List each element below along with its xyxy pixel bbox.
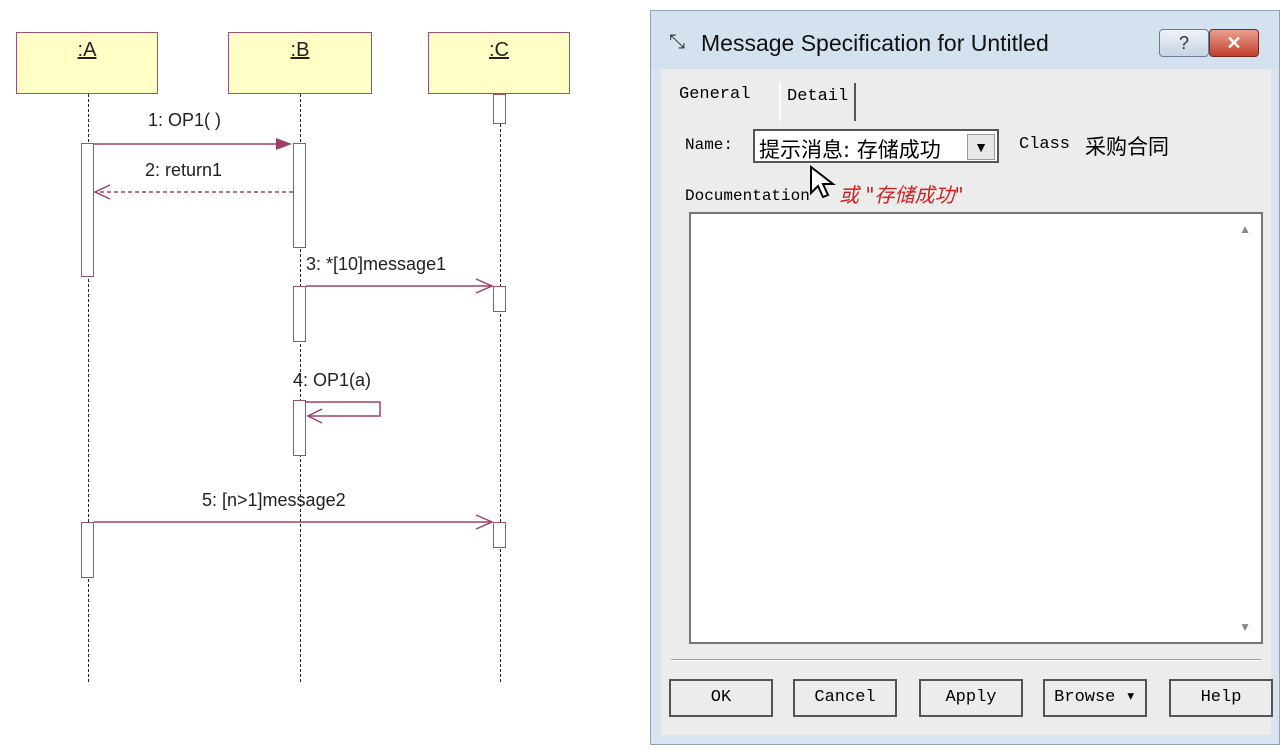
lifeline-b-label: :B bbox=[290, 39, 310, 61]
tab-detail[interactable]: Detail bbox=[779, 83, 857, 121]
lifeline-a-label: :A bbox=[77, 39, 97, 61]
message-2-arrowhead bbox=[93, 184, 111, 200]
title-bar[interactable]: ⤡ Message Specification for Untitled ? ✕ bbox=[651, 11, 1279, 69]
activation-a-1[interactable] bbox=[81, 143, 94, 277]
message-1-label[interactable]: 1: OP1( ) bbox=[148, 110, 222, 130]
lifeline-a bbox=[88, 94, 89, 682]
app-icon: ⤡ bbox=[669, 31, 685, 53]
annotation-text: 或 "存储成功" bbox=[839, 183, 964, 207]
activation-a-2[interactable] bbox=[81, 522, 94, 578]
message-5-label[interactable]: 5: [n>1]message2 bbox=[202, 490, 346, 510]
apply-button[interactable]: Apply bbox=[919, 679, 1023, 717]
lifeline-b bbox=[300, 94, 301, 682]
message-4-line bbox=[306, 401, 381, 417]
activation-c-2[interactable] bbox=[493, 286, 506, 312]
name-combobox[interactable]: 提示消息: 存储成功 ▼ bbox=[753, 129, 999, 163]
lifeline-c bbox=[500, 94, 501, 682]
class-value: 采购合同 bbox=[1085, 135, 1169, 159]
divider bbox=[671, 659, 1261, 661]
help-button[interactable]: Help bbox=[1169, 679, 1273, 717]
class-label: Class bbox=[1019, 135, 1071, 154]
scroll-up-icon[interactable]: ▲ bbox=[1239, 222, 1251, 236]
name-value: 提示消息: 存储成功 bbox=[759, 138, 941, 162]
activation-b-3[interactable] bbox=[293, 400, 306, 456]
activation-c-3[interactable] bbox=[493, 522, 506, 548]
dialog-title: Message Specification for Untitled bbox=[701, 30, 1049, 56]
lifeline-a-box[interactable]: :A bbox=[16, 32, 158, 94]
documentation-textarea[interactable]: ▲ ▼ bbox=[689, 212, 1263, 644]
scroll-down-icon[interactable]: ▼ bbox=[1239, 620, 1251, 634]
message-4-label[interactable]: 4: OP1(a) bbox=[293, 370, 372, 390]
documentation-label: Documentation bbox=[685, 187, 810, 205]
name-label: Name: bbox=[685, 136, 734, 154]
tab-general[interactable]: General bbox=[673, 81, 757, 119]
sequence-diagram: :A :B :C 1: OP1( ) 2: return1 3: *[10]me… bbox=[0, 0, 600, 750]
message-3-label[interactable]: 3: *[10]message1 bbox=[306, 254, 447, 274]
mouse-cursor-icon bbox=[810, 165, 836, 199]
browse-button[interactable]: Browse ▾ bbox=[1043, 679, 1147, 717]
activation-b-2[interactable] bbox=[293, 286, 306, 342]
message-arrows bbox=[93, 138, 494, 530]
activation-c-1[interactable] bbox=[493, 94, 506, 124]
message-2-label[interactable]: 2: return1 bbox=[145, 160, 223, 180]
activation-b-1[interactable] bbox=[293, 143, 306, 248]
message-5-arrowhead bbox=[475, 514, 494, 530]
close-button[interactable]: ✕ bbox=[1209, 29, 1259, 57]
ok-button[interactable]: OK bbox=[669, 679, 773, 717]
title-help-button[interactable]: ? bbox=[1159, 29, 1209, 57]
cancel-button[interactable]: Cancel bbox=[793, 679, 897, 717]
message-4-arrowhead bbox=[306, 408, 323, 424]
lifeline-b-box[interactable]: :B bbox=[228, 32, 372, 94]
chevron-down-icon[interactable]: ▼ bbox=[967, 134, 995, 160]
lifeline-c-box[interactable]: :C bbox=[428, 32, 570, 94]
lifeline-c-label: :C bbox=[489, 39, 509, 61]
message-3-arrowhead bbox=[475, 278, 494, 294]
message-specification-dialog: ⤡ Message Specification for Untitled ? ✕… bbox=[650, 10, 1280, 745]
message-1-arrowhead bbox=[276, 138, 292, 150]
dialog-client-area: General Detail Name: 提示消息: 存储成功 ▼ Class … bbox=[661, 69, 1273, 735]
